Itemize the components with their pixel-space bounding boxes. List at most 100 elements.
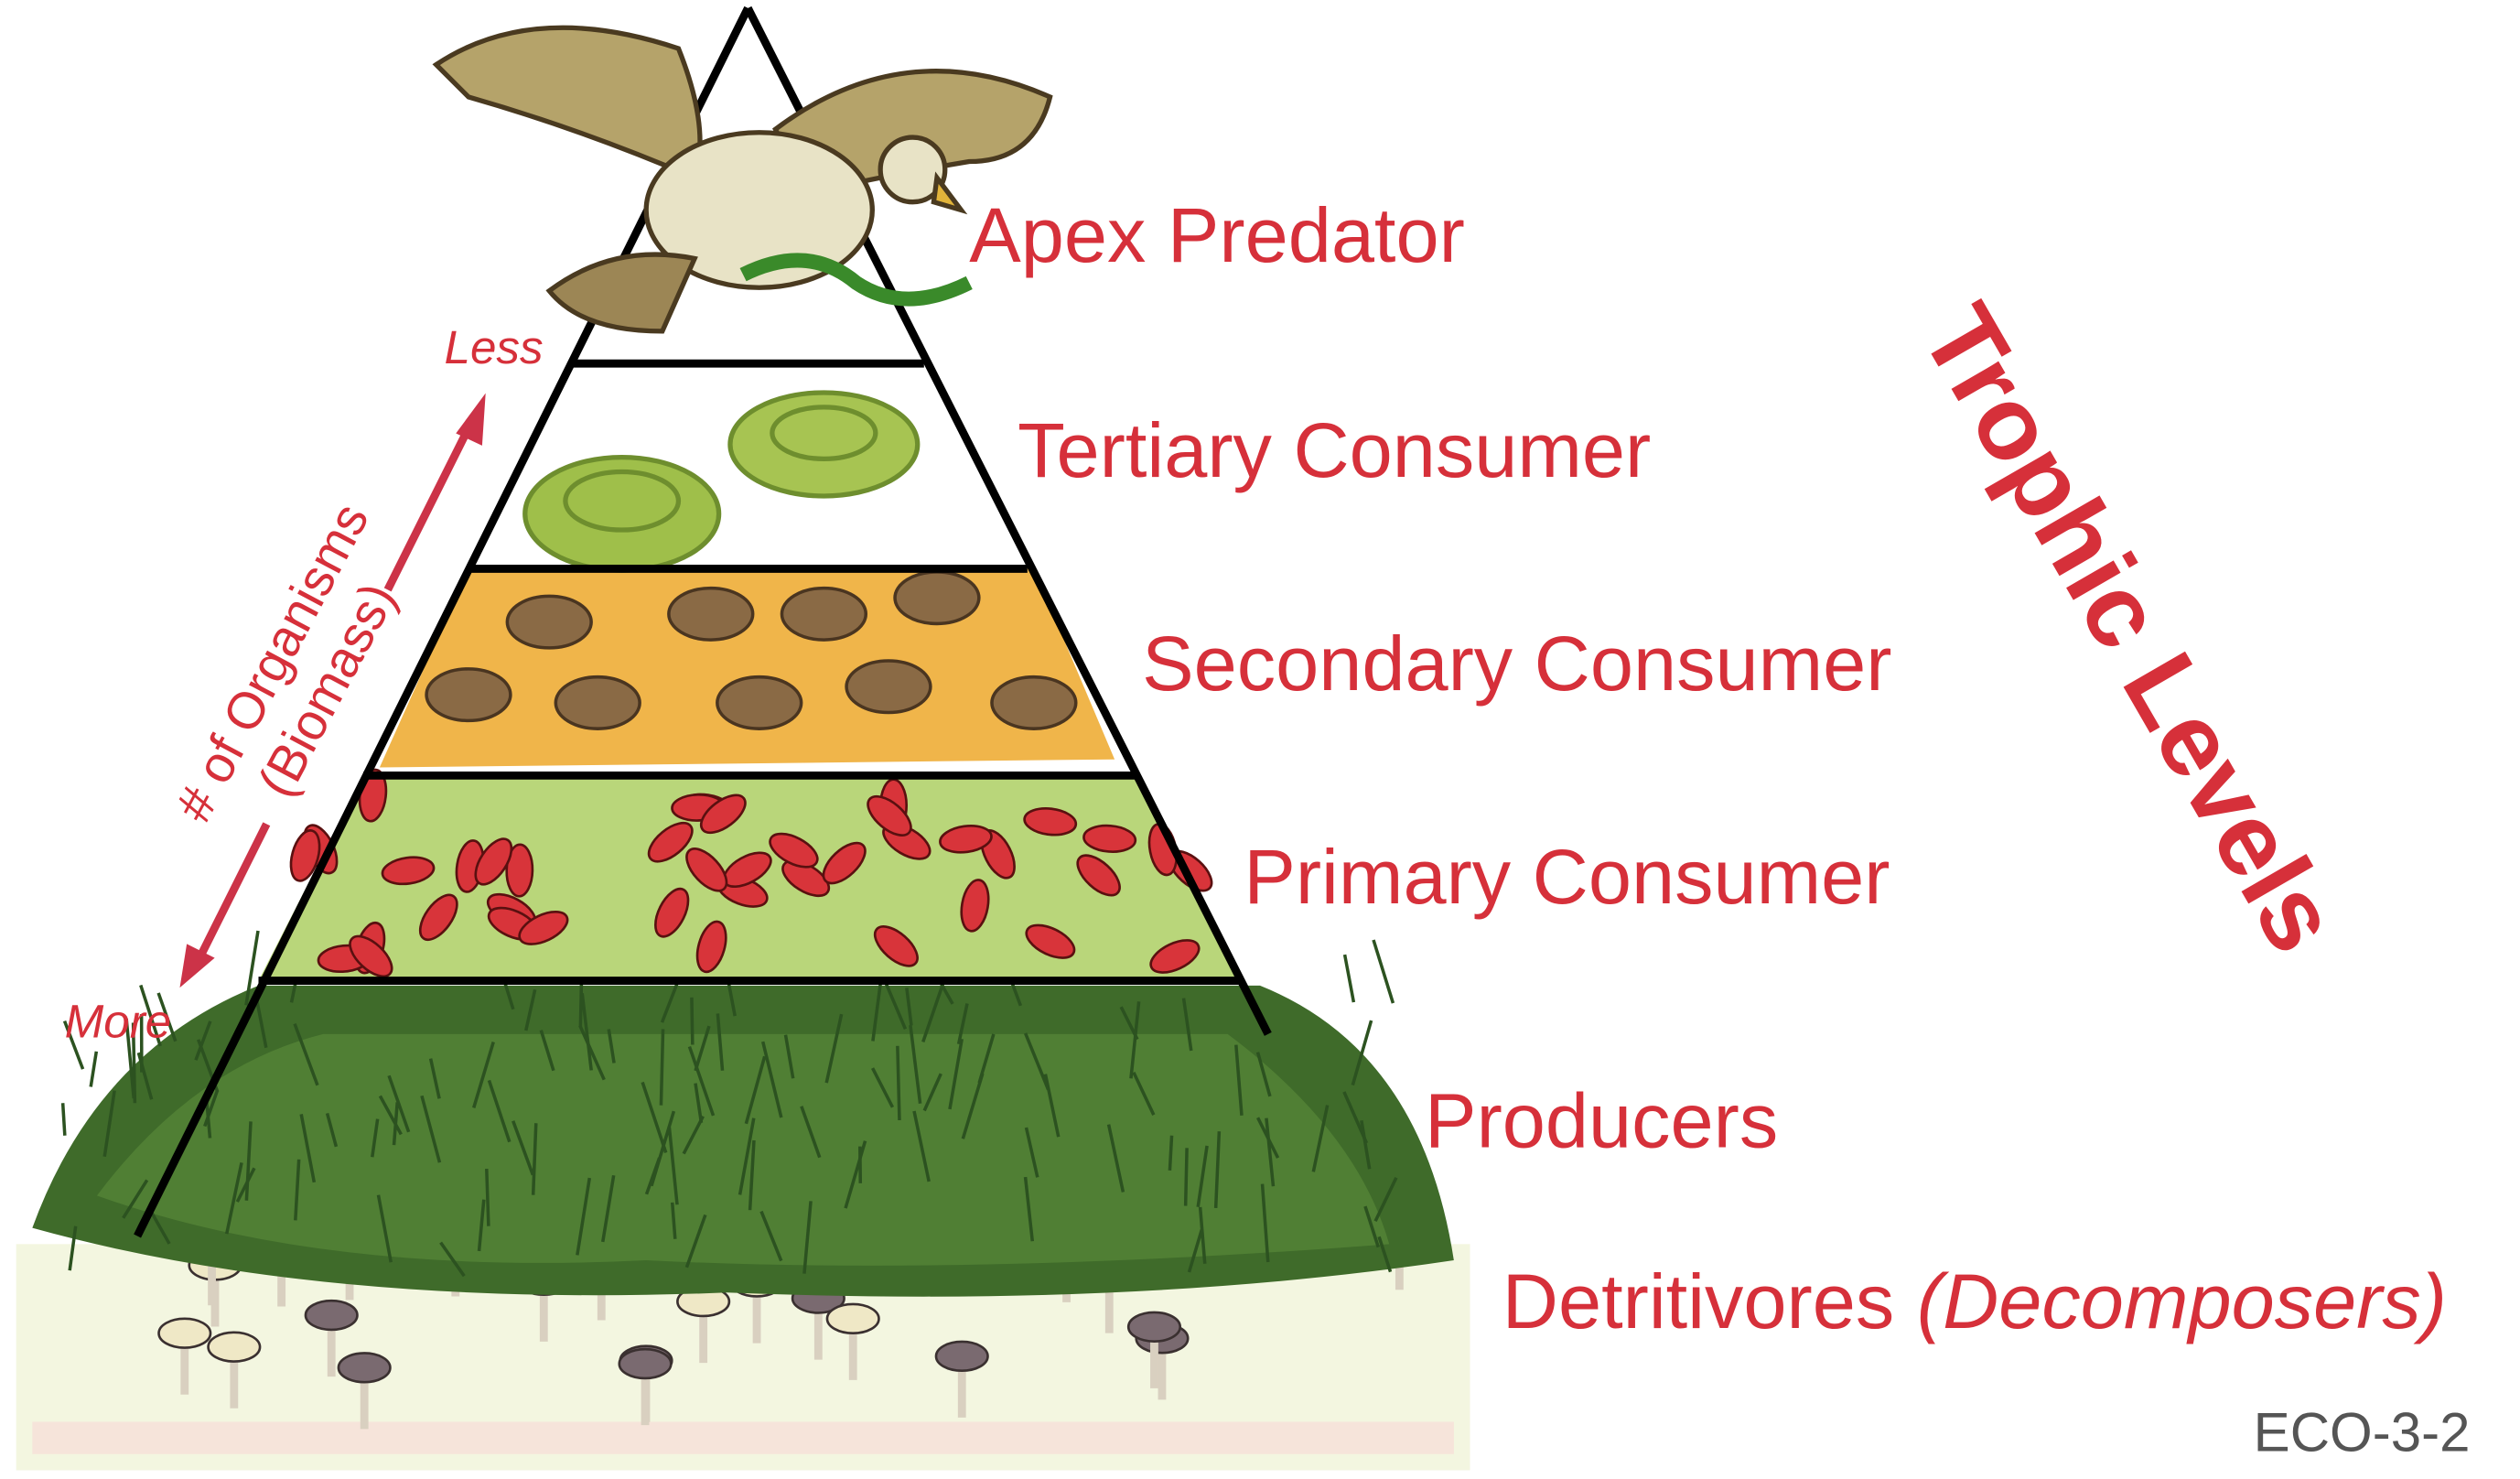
grass-blade bbox=[844, 1140, 867, 1209]
beetle-layer bbox=[258, 768, 1244, 981]
beetle-icon bbox=[381, 856, 436, 886]
grass-blade bbox=[224, 1162, 243, 1235]
grass-blade bbox=[921, 983, 945, 1043]
grass-blade bbox=[1187, 1229, 1204, 1273]
hawk-illustration bbox=[432, 25, 1053, 334]
grass-blade bbox=[922, 1073, 942, 1112]
grass-blade bbox=[684, 1214, 707, 1268]
grass-blade bbox=[802, 1201, 813, 1274]
beetle-icon bbox=[518, 910, 569, 945]
grass-blade bbox=[783, 1034, 795, 1079]
beetle-icon bbox=[939, 824, 993, 854]
grass-blade bbox=[1351, 1020, 1373, 1086]
mushroom-cap bbox=[618, 1347, 673, 1380]
more-label: More bbox=[65, 995, 172, 1047]
grass-blade bbox=[477, 1199, 486, 1252]
beetle-icon bbox=[699, 793, 747, 835]
detritivores-text: Detritivores bbox=[1502, 1258, 1894, 1344]
mouse-icon bbox=[845, 659, 932, 715]
grass-blade bbox=[694, 1025, 711, 1072]
grass-blade bbox=[1234, 1044, 1244, 1116]
beetle-icon bbox=[349, 934, 393, 978]
grass-blade bbox=[68, 1225, 78, 1271]
beetle-icon bbox=[647, 821, 694, 863]
grass-blade bbox=[294, 1159, 301, 1221]
grass-blade bbox=[524, 988, 537, 1031]
beetle-icon bbox=[1025, 923, 1076, 959]
grass-blade bbox=[531, 1123, 538, 1195]
grass-blade bbox=[1213, 1131, 1222, 1208]
mouse-icon bbox=[990, 675, 1078, 730]
level-label-detritivores: Detritivores (Decomposers) bbox=[1502, 1258, 2447, 1344]
beetle-icon bbox=[960, 879, 990, 933]
mouse-icon bbox=[505, 594, 593, 650]
grass-blade bbox=[659, 1029, 665, 1106]
beetle-icon bbox=[1076, 854, 1121, 897]
grass-blade bbox=[512, 1120, 534, 1176]
level-label-tertiary-consumer: Tertiary Consumer bbox=[1018, 406, 1651, 493]
grass-blade bbox=[1255, 1052, 1272, 1097]
grass-blade bbox=[607, 1029, 616, 1063]
grass-blade bbox=[1106, 1124, 1125, 1193]
grass-blade bbox=[487, 1079, 512, 1143]
grass-blade bbox=[871, 1067, 895, 1108]
mushroom-cap bbox=[207, 1331, 262, 1363]
grass-blade bbox=[485, 1168, 490, 1226]
grass-blade bbox=[748, 1139, 756, 1211]
beetle-icon bbox=[695, 920, 727, 974]
grass-blade bbox=[759, 1210, 783, 1262]
grass-blade bbox=[578, 982, 584, 1027]
grass-blade bbox=[299, 1114, 317, 1183]
grass-blade bbox=[378, 1095, 403, 1136]
grass-blade bbox=[744, 1055, 767, 1125]
mushroom-cap bbox=[825, 1302, 880, 1335]
grass-blade bbox=[1196, 1145, 1209, 1208]
trophic-levels-title: Trophic Levels bbox=[1900, 286, 2362, 971]
grass-blade bbox=[1183, 1148, 1189, 1206]
grass-blade bbox=[956, 1003, 969, 1045]
beetle-icon bbox=[289, 829, 321, 882]
beetle-icon bbox=[654, 887, 690, 938]
grass-blade bbox=[1377, 1236, 1393, 1273]
mushroom-cap bbox=[934, 1340, 989, 1373]
grass-blade bbox=[1181, 998, 1193, 1052]
grass-blade bbox=[439, 1241, 466, 1278]
grass-blade bbox=[539, 1030, 555, 1072]
grass-blade bbox=[89, 1051, 99, 1087]
grass-blade bbox=[60, 1103, 67, 1136]
level-label-apex-predator: Apex Predator bbox=[969, 191, 1465, 278]
grass-blade bbox=[428, 1058, 441, 1099]
decomposers-note: (Decomposers) bbox=[1917, 1258, 2447, 1344]
mouse-icon bbox=[780, 586, 868, 642]
beetle-icon bbox=[873, 925, 919, 967]
grass-blade bbox=[824, 1013, 844, 1084]
less-label: Less bbox=[444, 321, 543, 373]
grass-blade bbox=[948, 1038, 964, 1110]
grass-blade bbox=[977, 1033, 996, 1084]
grass-blade bbox=[325, 1112, 339, 1148]
grass-blade bbox=[644, 1157, 662, 1195]
mouse-icon bbox=[667, 586, 755, 642]
grass-blade bbox=[687, 1046, 716, 1117]
grass-blade bbox=[387, 1074, 411, 1133]
grass-blade bbox=[690, 997, 695, 1045]
grass-blade bbox=[1168, 1135, 1174, 1171]
grass-blade bbox=[1372, 939, 1395, 1004]
grass-blade bbox=[293, 1023, 319, 1086]
grass-blade bbox=[670, 1202, 677, 1239]
grass-blade bbox=[1373, 1177, 1398, 1222]
grass-blade bbox=[716, 1013, 725, 1071]
mushroom-cap bbox=[304, 1299, 359, 1332]
beetle-icon bbox=[867, 794, 912, 837]
mouse-icon bbox=[716, 675, 803, 730]
grass-blade bbox=[371, 1118, 380, 1158]
beetle-icon bbox=[685, 847, 728, 892]
beetle-icon bbox=[781, 859, 831, 898]
grass-blade bbox=[122, 1179, 149, 1219]
mushroom-cap bbox=[337, 1352, 392, 1384]
grass-blade bbox=[1311, 1105, 1330, 1172]
mushroom-cap bbox=[1126, 1311, 1182, 1344]
beetle-icon bbox=[1082, 824, 1137, 853]
grass-blade bbox=[124, 1018, 135, 1099]
grass-blade bbox=[1024, 1127, 1039, 1178]
